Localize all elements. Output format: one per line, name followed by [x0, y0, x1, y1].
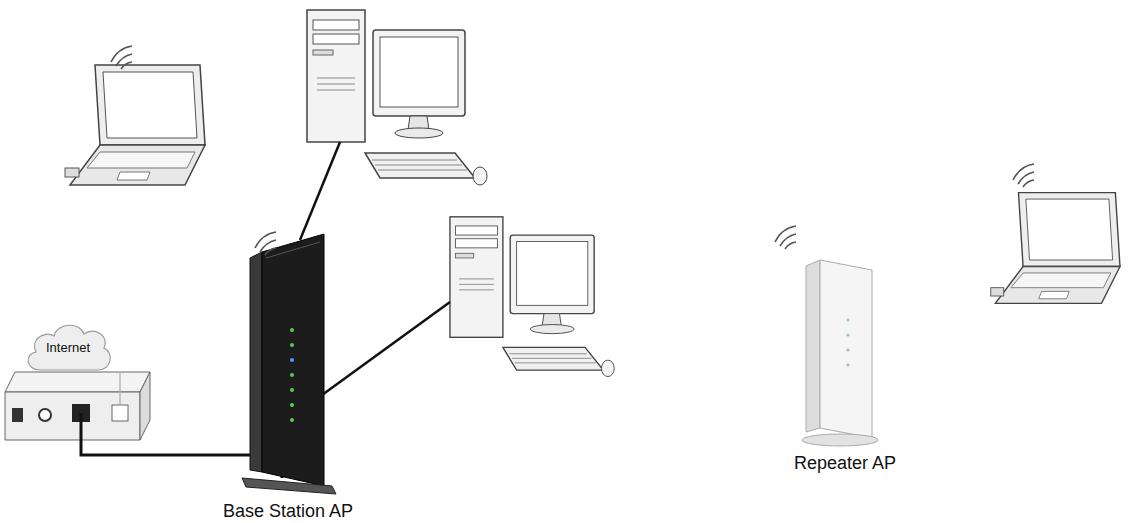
node-label: Base Station AP [208, 501, 368, 522]
node-label: Repeater AP [770, 453, 920, 474]
cloud-node: Internet [22, 318, 114, 380]
repeater-node: Repeater AP [770, 245, 920, 480]
laptop-icon [991, 193, 1120, 304]
cable-line [119, 372, 120, 405]
base-station-node: Base Station AP [208, 225, 368, 523]
wifi-waves [255, 232, 276, 255]
wifi-waves [1013, 164, 1034, 187]
wifi-waves [111, 46, 132, 69]
wifi-waves [775, 226, 796, 249]
node-label: Internet [22, 340, 114, 355]
ethernet-wire [300, 142, 340, 240]
ethernet-wire [322, 302, 450, 395]
modem-icon [5, 372, 150, 440]
laptop-icon [65, 65, 205, 185]
repeater-device [802, 260, 878, 446]
desktop-pc [450, 217, 614, 377]
router-device [242, 234, 336, 494]
